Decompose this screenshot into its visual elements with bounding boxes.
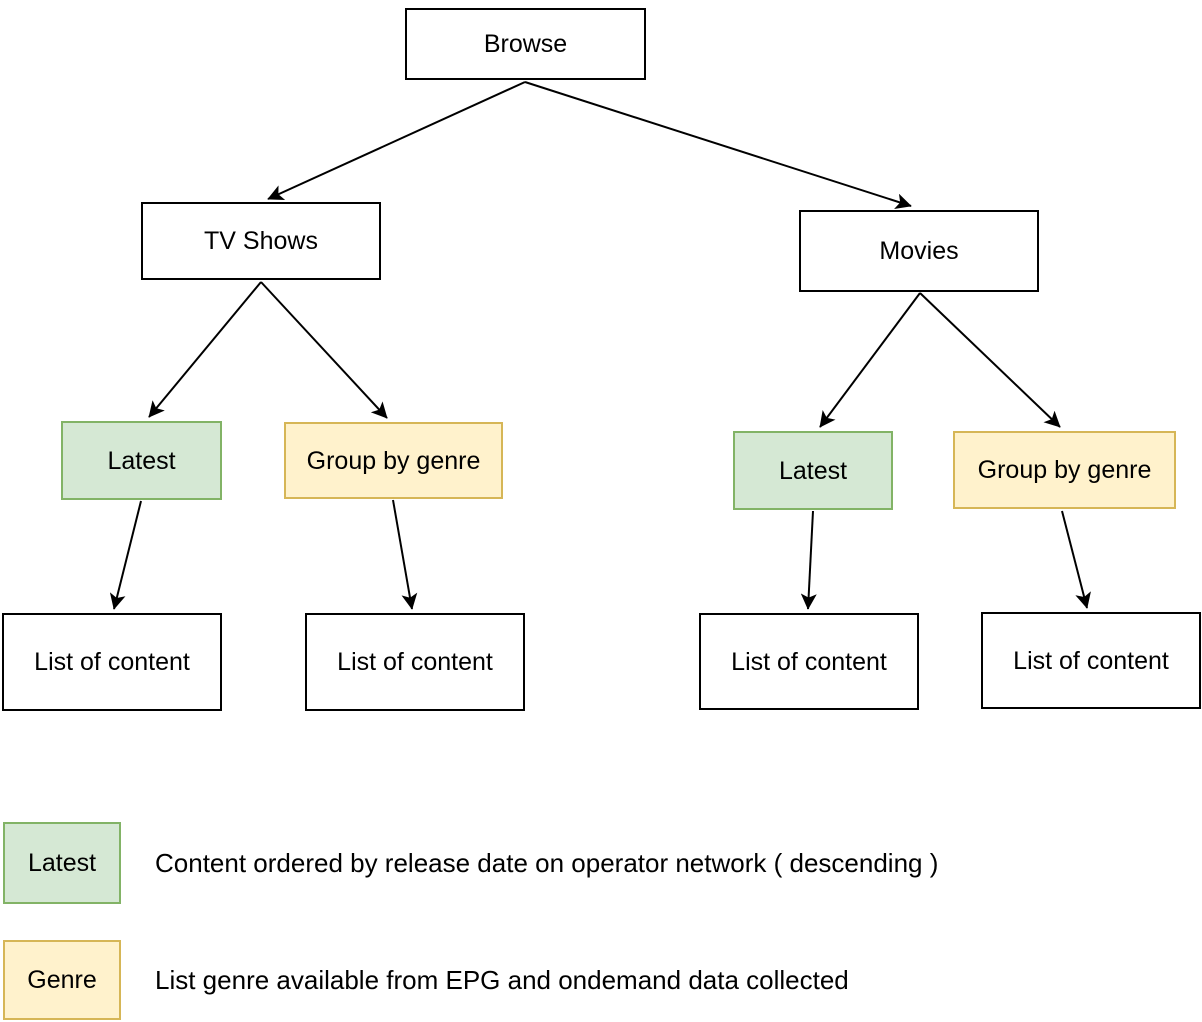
node-tv-genre-list[interactable]: List of content: [305, 613, 525, 711]
node-tv-shows-label: TV Shows: [204, 227, 318, 255]
node-movies-group-by-genre[interactable]: Group by genre: [953, 431, 1176, 509]
legend-genre-description: List genre available from EPG and ondema…: [155, 964, 849, 995]
arrow-movies-to-latest: [819, 292, 921, 428]
legend-latest-swatch[interactable]: Latest: [3, 822, 121, 904]
node-tv-group-by-genre-label: Group by genre: [306, 446, 481, 475]
arrow-tv-shows-to-genre: [260, 281, 388, 419]
arrow-movies-to-genre: [919, 292, 1061, 428]
legend-genre-swatch[interactable]: Genre: [3, 940, 121, 1020]
legend-genre-swatch-label: Genre: [27, 966, 97, 994]
node-tv-latest-label: Latest: [107, 446, 176, 475]
arrow-tv-genre-to-list: [392, 499, 418, 610]
node-tv-shows[interactable]: TV Shows: [141, 202, 381, 280]
arrow-tv-latest-to-list: [109, 500, 142, 610]
node-movies-group-by-genre-label: Group by genre: [977, 456, 1152, 484]
arrow-browse-to-tv-shows: [267, 81, 526, 200]
node-tv-latest[interactable]: Latest: [61, 421, 222, 500]
node-browse-label: Browse: [483, 30, 568, 58]
node-movies-latest-list-label: List of content: [731, 647, 887, 676]
arrow-movies-genre-to-list: [1061, 510, 1091, 609]
node-movies-genre-list[interactable]: List of content: [981, 612, 1201, 709]
node-movies-latest-label: Latest: [778, 456, 848, 485]
legend-latest-swatch-label: Latest: [27, 849, 97, 877]
node-movies-latest-list[interactable]: List of content: [699, 613, 919, 710]
node-movies-label: Movies: [879, 237, 959, 265]
arrow-tv-shows-to-latest: [148, 281, 262, 418]
arrow-browse-to-movies: [524, 81, 912, 209]
node-movies-genre-list-label: List of content: [1013, 646, 1169, 675]
node-browse[interactable]: Browse: [405, 8, 646, 80]
node-tv-latest-list-label: List of content: [34, 648, 190, 676]
node-movies-latest[interactable]: Latest: [733, 431, 893, 510]
node-tv-latest-list[interactable]: List of content: [2, 613, 222, 711]
node-movies[interactable]: Movies: [799, 210, 1039, 292]
arrow-movies-latest-to-list: [800, 510, 817, 610]
node-tv-genre-list-label: List of content: [337, 648, 493, 676]
node-tv-group-by-genre[interactable]: Group by genre: [284, 422, 503, 499]
legend-latest-description: Content ordered by release date on opera…: [155, 847, 939, 878]
